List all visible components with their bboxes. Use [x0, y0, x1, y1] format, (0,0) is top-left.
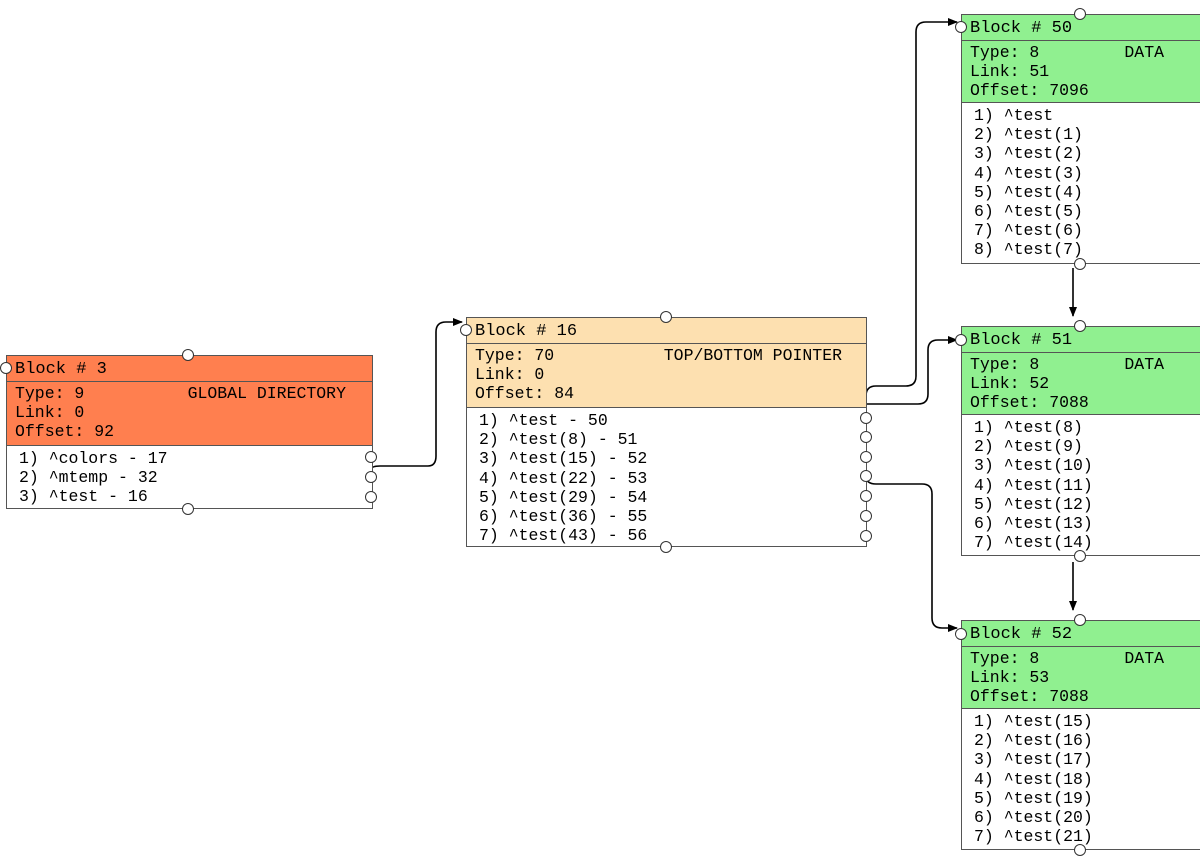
port-handle[interactable]: [1074, 550, 1086, 562]
list-item: 7) ^test(14): [974, 533, 1093, 553]
block-offset: Offset: 7088: [970, 687, 1089, 706]
port-handle[interactable]: [860, 490, 872, 502]
block-51[interactable]: Block # 51 Type: 8 DATA Link: 52 Offset: …: [961, 326, 1200, 556]
port-handle[interactable]: [660, 311, 672, 323]
list-item: 5) ^test(4): [974, 182, 1083, 202]
block-kind: DATA: [1124, 43, 1164, 62]
block-meta: Type: 8 DATA Link: 52 Offset: 7088: [962, 353, 1200, 415]
block-kind: DATA: [1124, 355, 1164, 374]
port-handle[interactable]: [1074, 258, 1086, 270]
list-item: 2) ^test(16): [974, 731, 1093, 751]
port-handle[interactable]: [860, 412, 872, 424]
block-kind: GLOBAL DIRECTORY: [187, 384, 346, 403]
block-items: 1) ^test(8) 2) ^test(9) 3) ^test(10) 4) …: [962, 415, 1200, 552]
port-handle[interactable]: [365, 471, 377, 483]
list-item: 1) ^test(8): [974, 418, 1083, 437]
block-link: Link: 0: [15, 403, 85, 422]
list-item: 3) ^test(17): [974, 750, 1093, 770]
port-handle[interactable]: [1074, 614, 1086, 626]
list-item: 7) ^test(43) - 56: [479, 526, 648, 546]
list-item: 1) ^colors - 17: [19, 449, 168, 468]
list-item: 2) ^test(8) - 51: [479, 430, 638, 450]
list-item: 3) ^test(10): [974, 456, 1093, 476]
block-meta: Type: 8 DATA Link: 51 Offset: 7096: [962, 41, 1200, 103]
port-handle[interactable]: [1074, 844, 1086, 856]
block-items: 1) ^test(15) 2) ^test(16) 3) ^test(17) 4…: [962, 709, 1200, 846]
list-item: 2) ^test(1): [974, 125, 1083, 145]
port-handle[interactable]: [182, 503, 194, 515]
list-item: 2) ^test(9): [974, 437, 1083, 457]
list-item: 6) ^test(13): [974, 513, 1093, 533]
block-type: Type: 8: [970, 649, 1040, 668]
list-item: 7) ^test(6): [974, 221, 1083, 241]
block-offset: Offset: 7088: [970, 393, 1089, 412]
block-link: Link: 53: [970, 668, 1050, 687]
list-item: 3) ^test(2): [974, 144, 1083, 164]
link-b16-to-b51: [866, 336, 958, 405]
port-handle[interactable]: [860, 510, 872, 522]
block-items: 1) ^colors - 17 2) ^mtemp - 32 3) ^test …: [7, 446, 372, 507]
block-items: 1) ^test 2) ^test(1) 3) ^test(2) 4) ^tes…: [962, 103, 1200, 260]
block-type: Type: 8: [970, 43, 1040, 62]
list-item: 1) ^test - 50: [479, 411, 608, 430]
port-handle[interactable]: [860, 431, 872, 443]
list-item: 1) ^test(15): [974, 712, 1093, 731]
block-offset: Offset: 7096: [970, 81, 1089, 100]
block-offset: Offset: 92: [15, 422, 115, 441]
list-item: 4) ^test(11): [974, 475, 1093, 495]
link-b16-to-b52: [865, 475, 958, 632]
list-item: 6) ^test(20): [974, 807, 1093, 827]
port-handle[interactable]: [955, 334, 967, 346]
block-link: Link: 0: [475, 365, 545, 384]
list-item: 4) ^test(22) - 53: [479, 468, 648, 488]
list-item: 3) ^test - 16: [19, 487, 148, 507]
list-item: 4) ^test(18): [974, 769, 1093, 789]
list-item: 2) ^mtemp - 32: [19, 468, 158, 488]
block-type: Type: 70: [475, 346, 555, 365]
port-handle[interactable]: [1074, 320, 1086, 332]
port-handle[interactable]: [660, 541, 672, 553]
block-kind: TOP/BOTTOM POINTER: [663, 346, 842, 365]
port-handle[interactable]: [1074, 8, 1086, 20]
port-handle[interactable]: [182, 349, 194, 361]
port-handle[interactable]: [955, 628, 967, 640]
port-handle[interactable]: [365, 451, 377, 463]
list-item: 5) ^test(12): [974, 494, 1093, 514]
port-handle[interactable]: [0, 362, 12, 374]
port-handle[interactable]: [365, 491, 377, 503]
port-handle[interactable]: [460, 324, 472, 336]
list-item: 3) ^test(15) - 52: [479, 449, 648, 469]
list-item: 8) ^test(7): [974, 240, 1083, 260]
block-title: Block # 51: [962, 327, 1200, 353]
block-kind: DATA: [1124, 649, 1164, 668]
port-handle[interactable]: [860, 470, 872, 482]
block-offset: Offset: 84: [475, 384, 575, 403]
port-handle[interactable]: [955, 21, 967, 33]
port-handle[interactable]: [860, 530, 872, 542]
block-meta: Type: 9 GLOBAL DIRECTORY Link: 0 Offset: …: [7, 382, 372, 446]
list-item: 6) ^test(5): [974, 201, 1083, 221]
list-item: 5) ^test(29) - 54: [479, 487, 648, 507]
block-meta: Type: 8 DATA Link: 53 Offset: 7088: [962, 647, 1200, 709]
list-item: 7) ^test(21): [974, 827, 1093, 847]
block-type: Type: 8: [970, 355, 1040, 374]
block-type: Type: 9: [15, 384, 85, 403]
list-item: 5) ^test(19): [974, 788, 1093, 808]
list-item: 6) ^test(36) - 55: [479, 506, 648, 526]
list-item: 4) ^test(3): [974, 163, 1083, 183]
port-handle[interactable]: [860, 451, 872, 463]
block-meta: Type: 70 TOP/BOTTOM POINTER Link: 0 Offse…: [467, 344, 866, 408]
list-item: 1) ^test: [974, 106, 1054, 125]
block-items: 1) ^test - 50 2) ^test(8) - 51 3) ^test(…: [467, 408, 866, 545]
link-b16-to-b50: [865, 18, 958, 418]
block-link: Link: 52: [970, 374, 1050, 393]
block-link: Link: 51: [970, 62, 1050, 81]
